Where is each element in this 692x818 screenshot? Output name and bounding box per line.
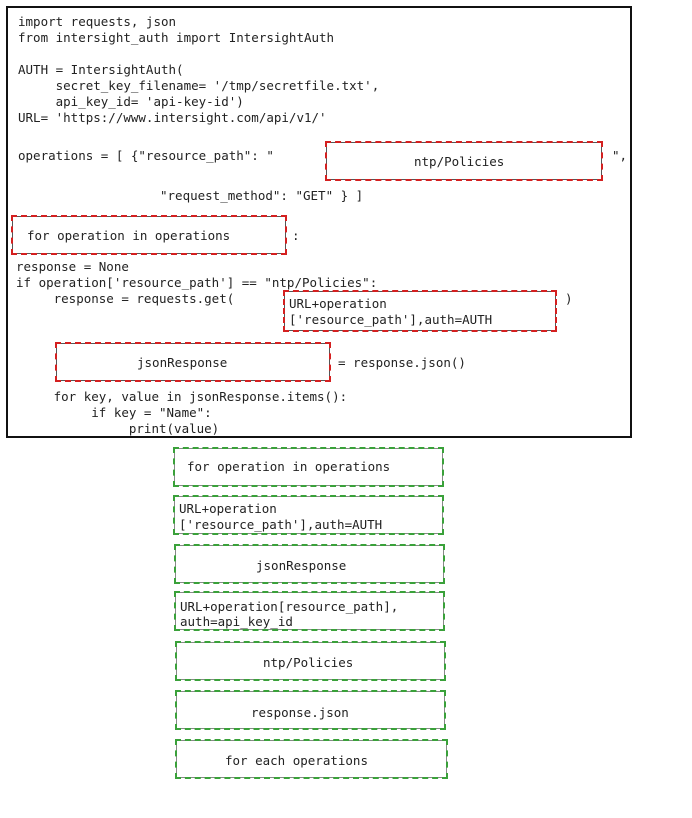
drop-slot-request-args-line2: ['resource_path'],auth=AUTH	[289, 312, 493, 327]
code-line-for-items: for key, value in jsonResponse.items():	[16, 389, 348, 404]
option-for-each-operations[interactable]: for each operations	[175, 739, 448, 779]
option-response-json[interactable]: response.json	[175, 690, 446, 730]
drop-slot-request-args-line1: URL+operation	[289, 296, 387, 311]
drop-slot-resource-path[interactable]: ntp/Policies	[325, 141, 603, 181]
code-line-request-method: "request_method": "GET" } ]	[160, 188, 364, 203]
code-line-response-json: = response.json()	[338, 355, 466, 370]
code-line-response-none: response = None	[16, 259, 129, 274]
drop-slot-json-variable-text: jsonResponse	[137, 355, 228, 370]
code-line-auth: AUTH = IntersightAuth(	[18, 62, 184, 77]
code-line-requests-close: )	[565, 291, 573, 306]
code-line-operations: operations = [ {"resource_path": "	[18, 148, 274, 163]
option-url-auth-line2: ['resource_path'],auth=AUTH	[179, 517, 383, 532]
drop-slot-request-args[interactable]: URL+operation ['resource_path'],auth=AUT…	[283, 290, 557, 332]
option-ntp-policies-text: ntp/Policies	[263, 655, 354, 670]
option-json-response[interactable]: jsonResponse	[174, 544, 445, 584]
option-url-api-key-line2: auth=api_key_id	[180, 614, 293, 629]
option-response-json-text: response.json	[251, 705, 349, 720]
option-for-each-operations-text: for each operations	[225, 753, 368, 768]
option-url-api-key-line1: URL+operation[resource_path],	[180, 599, 399, 614]
code-line-secret-key: secret_key_filename= '/tmp/secretfile.tx…	[18, 78, 380, 93]
code-line-if-name: if key = "Name":	[16, 405, 212, 420]
code-line-url: URL= 'https://www.intersight.com/api/v1/…	[18, 110, 327, 125]
drop-slot-json-variable[interactable]: jsonResponse	[55, 342, 331, 382]
code-line-loop-colon: :	[292, 228, 300, 243]
code-line-from-import: from intersight_auth import IntersightAu…	[18, 30, 335, 45]
option-url-auth[interactable]: URL+operation ['resource_path'],auth=AUT…	[173, 495, 444, 535]
option-url-api-key[interactable]: URL+operation[resource_path], auth=api_k…	[174, 591, 445, 631]
code-line-if-resource: if operation['resource_path'] == "ntp/Po…	[16, 275, 378, 290]
option-for-operation-in-operations-text: for operation in operations	[187, 459, 391, 474]
option-url-auth-line1: URL+operation	[179, 501, 277, 516]
drop-slot-resource-path-text: ntp/Policies	[414, 154, 505, 169]
code-line-print: print(value)	[16, 421, 220, 436]
option-json-response-text: jsonResponse	[256, 558, 347, 573]
drop-slot-loop-text: for operation in operations	[27, 228, 231, 243]
code-line-operations-end: ",	[612, 148, 628, 163]
drop-slot-loop[interactable]: for operation in operations	[11, 215, 287, 255]
code-panel: import requests, json from intersight_au…	[6, 6, 632, 438]
code-line-import: import requests, json	[18, 14, 177, 29]
code-line-api-key: api_key_id= 'api-key-id')	[18, 94, 244, 109]
code-line-requests-get: response = requests.get(	[16, 291, 235, 306]
option-ntp-policies[interactable]: ntp/Policies	[175, 641, 446, 681]
option-for-operation-in-operations[interactable]: for operation in operations	[173, 447, 444, 487]
